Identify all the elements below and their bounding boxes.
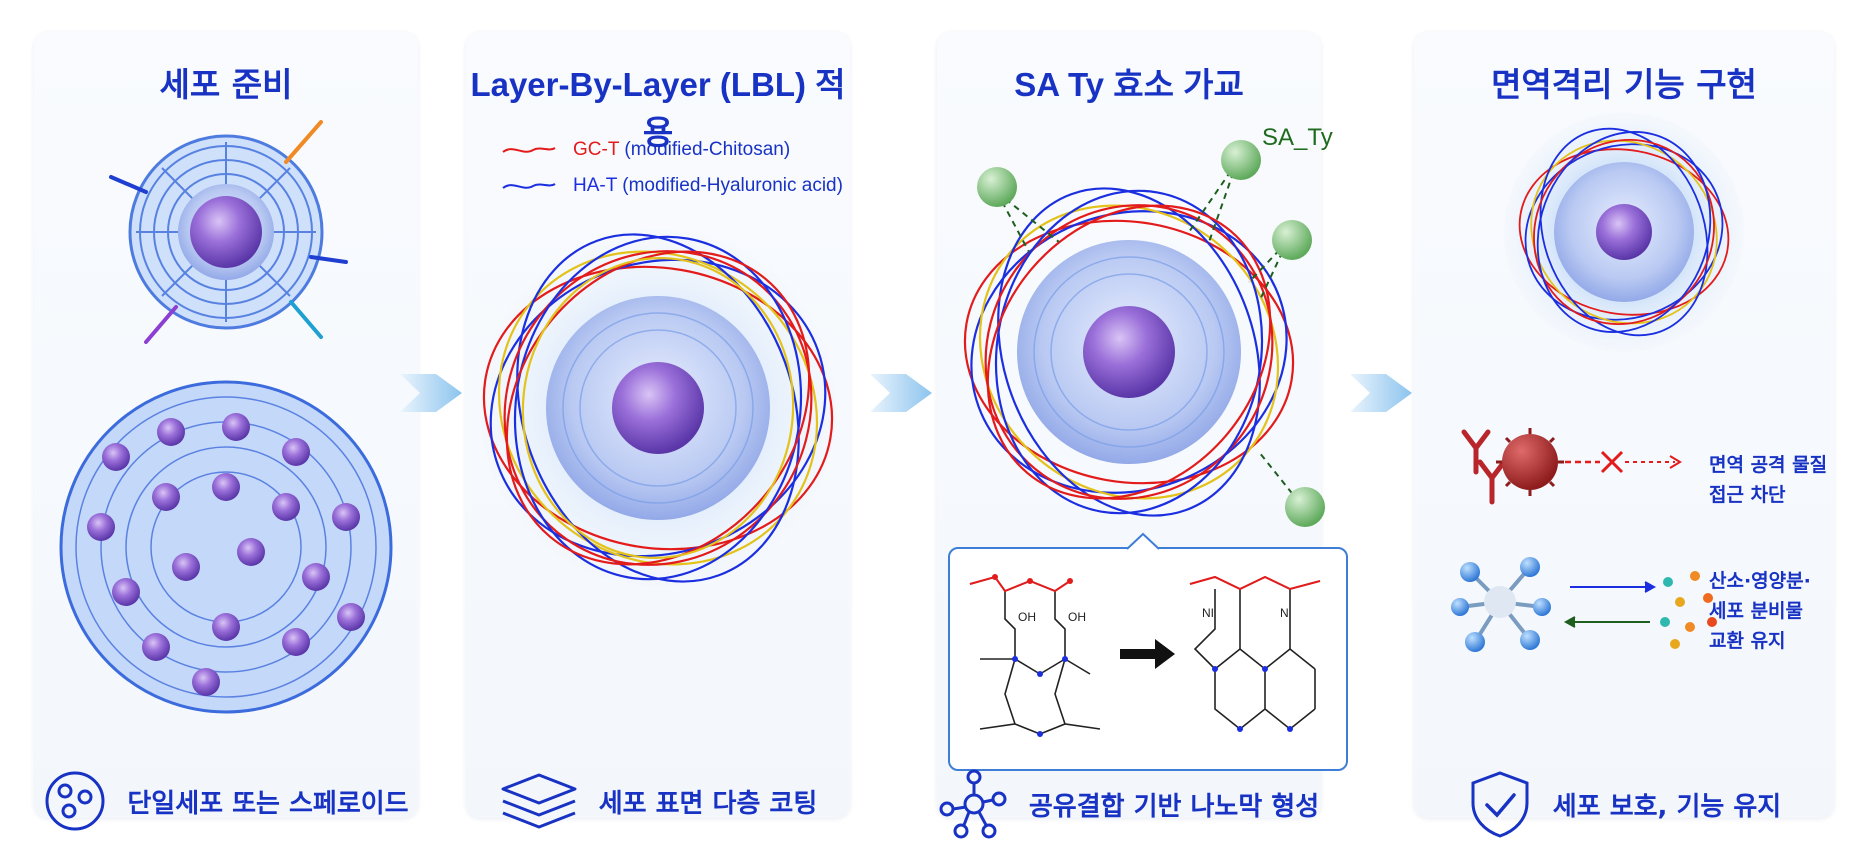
panel-caption: 세포 보호, 기능 유지 — [1552, 791, 1782, 822]
legend-swatch-blue — [502, 183, 556, 189]
enzyme-molecules — [977, 140, 1325, 527]
step-arrow-icon — [1350, 374, 1412, 412]
svg-text:N: N — [1280, 606, 1289, 620]
crosslinked-cell-illustration — [963, 140, 1325, 527]
panel-title: Layer-By-Layer (LBL) 적용 — [470, 66, 846, 151]
panel-caption: 공유결합 기반 나노막 형성 — [1028, 791, 1320, 822]
panel-immunoisolation: 면역격리 기능 구현 — [1414, 32, 1834, 838]
step-arrow-icon — [400, 374, 462, 412]
virus-icon — [1496, 428, 1564, 496]
coated-cell-illustration — [480, 230, 836, 586]
panel-caption: 단일세포 또는 스페로이드 — [127, 788, 409, 819]
spheroid-illustration — [59, 380, 393, 714]
svg-text:OH: OH — [1068, 610, 1086, 624]
callout-pointer — [1126, 532, 1160, 550]
legend-swatch-red — [502, 147, 556, 153]
reaction-diagram: OH OH NI N — [969, 574, 1321, 737]
protected-cell-illustration — [1451, 112, 1744, 652]
crosslink-reaction-callout: OH OH NI N — [948, 547, 1348, 771]
function-block: 면역 공격 물질 접근 차단 — [1709, 454, 1828, 506]
panel-title: 면역격리 기능 구현 — [1491, 65, 1757, 104]
svg-text:NI: NI — [1202, 606, 1214, 620]
shield-check-icon — [1471, 771, 1529, 838]
layers-icon — [501, 773, 577, 829]
function-exchange: 산소·영양분· 세포 분비물 교환 유지 — [1709, 570, 1811, 652]
legend-item-chitosan: GC-T (modified-Chitosan) — [501, 132, 843, 168]
enzyme-label: SA_Ty — [1262, 124, 1333, 151]
polymer-legend: GC-T (modified-Chitosan) HA-T (modified-… — [501, 132, 843, 204]
legend-item-hyaluronic: HA-T (modified-Hyaluronic acid) — [501, 168, 843, 204]
panel-cell-prep: 세포 준비 — [34, 32, 418, 831]
panel-enzyme-crosslink: SA Ty 효소 가교 SA_Ty — [937, 32, 1348, 839]
step-arrow-icon — [870, 374, 932, 412]
reaction-arrow-icon — [1120, 639, 1175, 669]
nutrient-exchange-illustration — [1451, 557, 1717, 652]
antibody-icon — [1461, 429, 1507, 505]
single-cell-illustration — [59, 120, 393, 714]
molecule-icon — [939, 769, 1007, 839]
panel-title: SA Ty 효소 가교 — [1014, 66, 1244, 103]
panel-caption: 세포 표면 다층 코팅 — [598, 788, 818, 819]
x-mark-icon — [1600, 450, 1624, 474]
panel-lbl: Layer-By-Layer (LBL) 적용 GC-T (modified-C… — [466, 32, 850, 829]
svg-text:OH: OH — [1018, 610, 1036, 624]
cell-cluster-icon — [45, 771, 105, 831]
panel-title: 세포 준비 — [159, 65, 293, 104]
